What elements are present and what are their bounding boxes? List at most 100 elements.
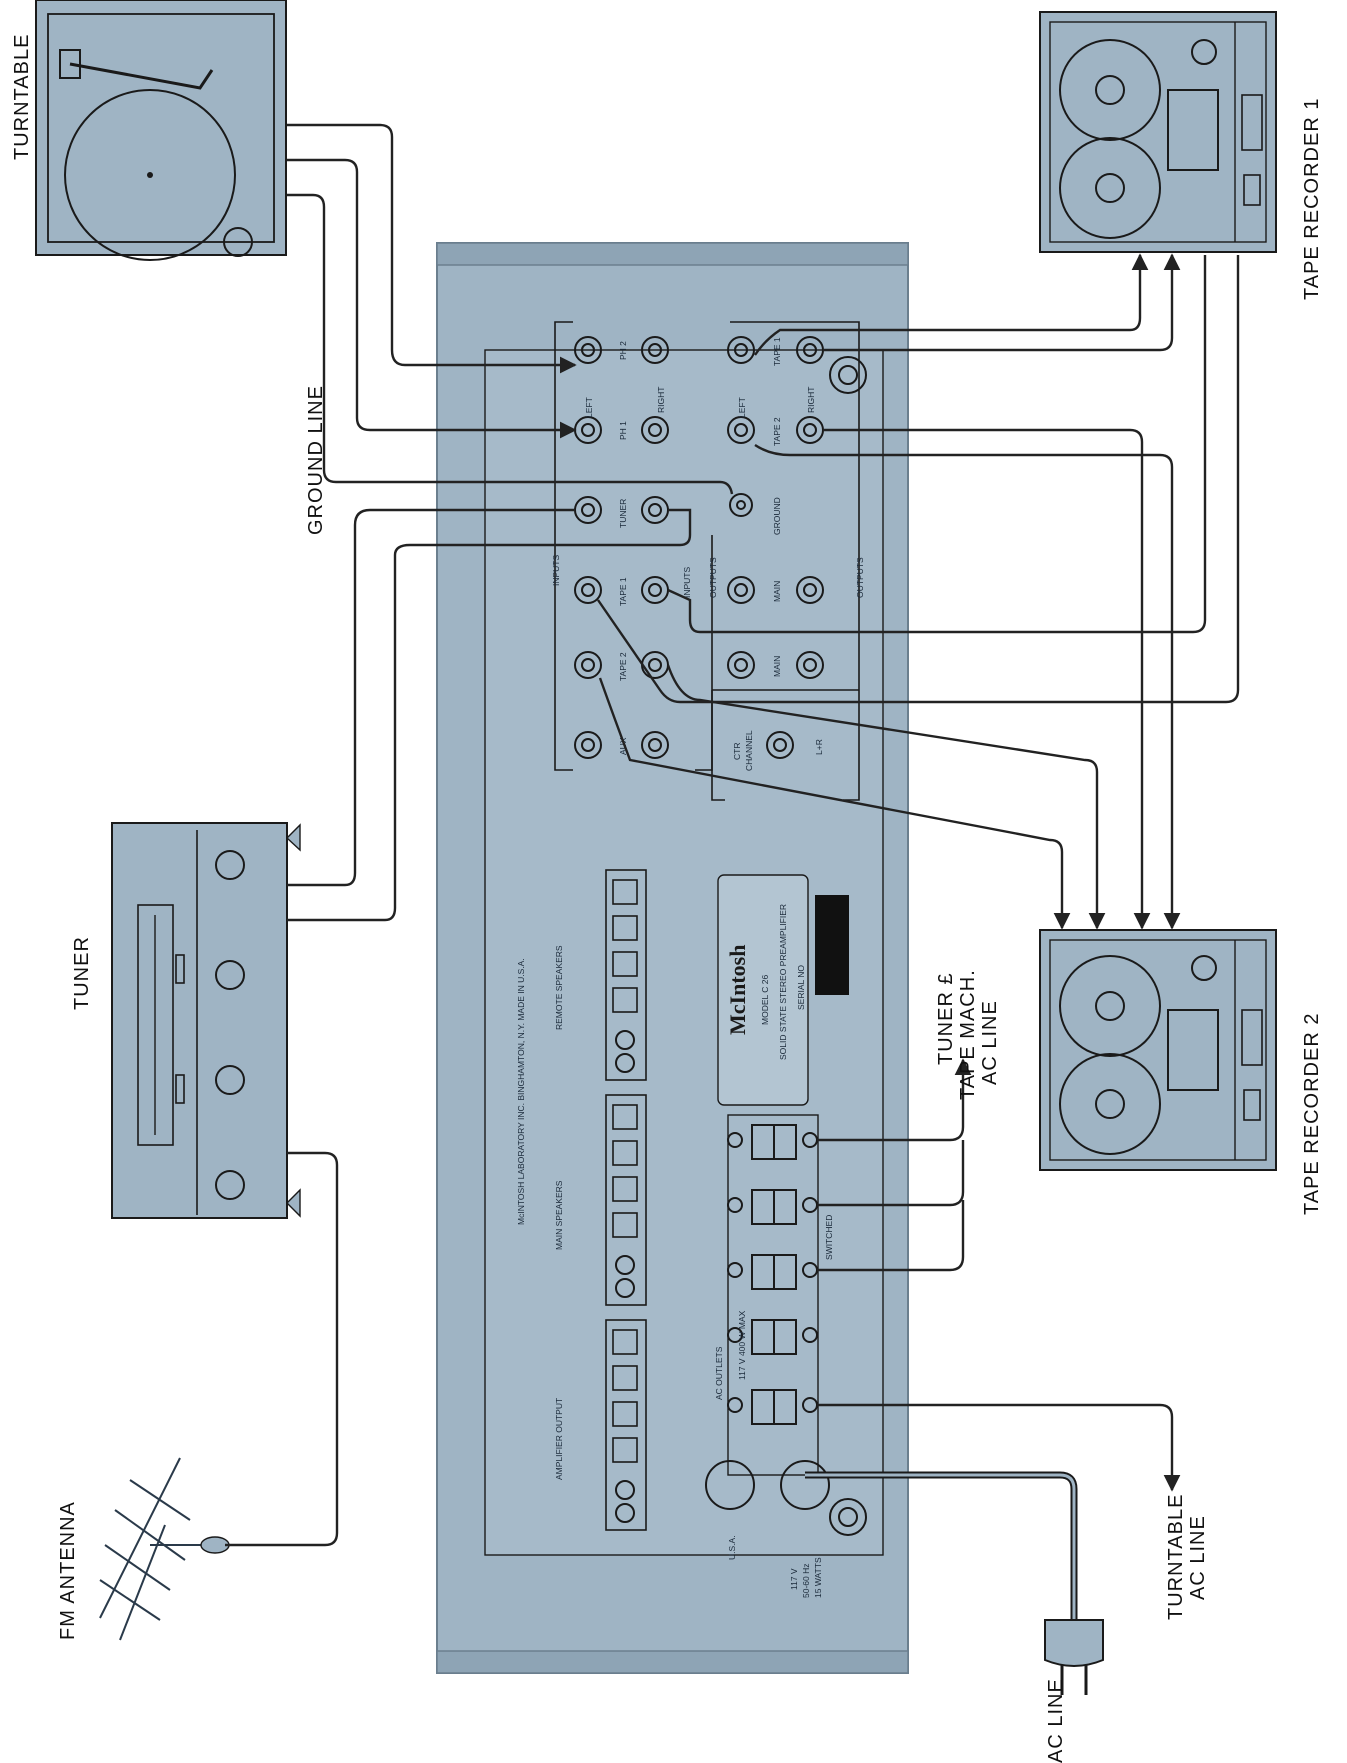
tuner-knob[interactable] <box>215 960 245 990</box>
power-frequency-label: 50-60 Hz <box>801 1564 811 1599</box>
jack-aux-right[interactable] <box>641 731 669 759</box>
jack-main-out-1-right[interactable] <box>796 576 824 604</box>
input-left-label: LEFT <box>584 397 594 418</box>
turntable-knob[interactable] <box>223 227 253 257</box>
turntable-ac-label-1: TURNTABLE <box>1165 1494 1187 1620</box>
switched-label: SWITCHED <box>824 1215 834 1260</box>
ac-outlets-label: AC OUTLETS <box>714 1346 724 1400</box>
model-label: MODEL C 26 <box>760 974 770 1025</box>
main-speakers-strip: MAIN SPEAKERS <box>554 1094 647 1306</box>
tuner-ac-label-3: AC LINE <box>979 1000 1001 1085</box>
lr-label: L+R <box>814 739 824 755</box>
tape-recorder-1-label: TAPE RECORDER 1 <box>1301 98 1323 300</box>
jack-ph1-right[interactable] <box>641 416 669 444</box>
tape2-out-label: TAPE 2 <box>772 417 782 446</box>
tuner-ac-label-2: TAPE MACH. <box>957 969 979 1100</box>
jack-tape1-out-left[interactable] <box>727 336 755 364</box>
corner-screw <box>829 1498 867 1536</box>
remote-speakers-label: REMOTE SPEAKERS <box>554 945 564 1030</box>
ctr-label: CTR <box>732 743 742 760</box>
power-cord-entry <box>780 1460 830 1510</box>
jack-ph2-right[interactable] <box>641 336 669 364</box>
tape-recorder-2: TAPE RECORDER 2 <box>1039 929 1323 1215</box>
fuse-country-label: U.S.A. <box>727 1535 737 1560</box>
outputs-label-2: OUTPUTS <box>855 557 865 598</box>
fm-antenna: FM ANTENNA <box>57 1457 230 1641</box>
jack-tape2-out-left[interactable] <box>727 416 755 444</box>
tuner-knob[interactable] <box>215 1065 245 1095</box>
brand-logo: McIntosh <box>725 945 750 1035</box>
reel <box>1059 137 1161 239</box>
corner-screw <box>829 356 867 394</box>
amplifier-output-strip: AMPLIFIER OUTPUT <box>554 1319 647 1531</box>
reel <box>1059 1053 1161 1155</box>
tape-recorder-2-label: TAPE RECORDER 2 <box>1301 1013 1323 1215</box>
turntable-ac-label-2: AC LINE <box>1187 1515 1209 1600</box>
input-right-label: RIGHT <box>656 387 666 413</box>
fuse-holder[interactable] <box>705 1460 755 1510</box>
power-voltage-label: 117 V <box>789 1568 799 1590</box>
tuner-knob[interactable] <box>215 850 245 880</box>
turntable: TURNTABLE <box>11 0 287 261</box>
tape-recorder-knob[interactable] <box>1191 39 1217 65</box>
tuner-dial <box>137 904 174 1146</box>
ph1-label: PH 1 <box>618 421 628 440</box>
ac-outlet[interactable] <box>727 1319 818 1355</box>
ac-outlet[interactable] <box>727 1389 818 1425</box>
serial-label: SERIAL NO <box>796 965 806 1010</box>
main-label-1: MAIN <box>772 581 782 602</box>
tuner-label: TUNER <box>618 499 628 528</box>
tape2-in-label: TAPE 2 <box>618 652 628 681</box>
main-label-2: MAIN <box>772 656 782 677</box>
tape-recorder-knob[interactable] <box>1191 955 1217 981</box>
jacks <box>574 336 824 759</box>
description-label: SOLID STATE STEREO PREAMPLIFIER <box>778 904 788 1060</box>
jack-ph2-left[interactable] <box>574 336 602 364</box>
inputs-label-2: INPUTS <box>682 567 692 599</box>
tuner-ac-label-1: TUNER £ <box>935 972 957 1065</box>
tape1-in-label: TAPE 1 <box>618 577 628 606</box>
main-speakers-label: MAIN SPEAKERS <box>554 1180 564 1250</box>
ac-outlets: AC OUTLETS 117 V 400 W MAX SWITCHED <box>714 1114 834 1476</box>
panel-labels: PH 2 PH 1 TUNER TAPE 1 TAPE 2 AUX INPUTS… <box>551 337 865 771</box>
jack-aux-left[interactable] <box>574 731 602 759</box>
jack-ctr-channel[interactable] <box>766 731 794 759</box>
ac-rating-label: 117 V 400 W MAX <box>737 1310 747 1380</box>
tape-recorder-1: TAPE RECORDER 1 <box>1039 11 1323 300</box>
ac-line-label: AC LINE <box>1045 1678 1067 1763</box>
jack-main-out-2-left[interactable] <box>727 651 755 679</box>
ground-terminal[interactable] <box>729 493 753 517</box>
ground-label: GROUND <box>772 497 782 535</box>
tuner-knob[interactable] <box>215 1170 245 1200</box>
ac-outlet[interactable] <box>727 1124 818 1160</box>
inputs-label-1: INPUTS <box>551 555 561 587</box>
serial-plate <box>815 895 849 995</box>
outputs-label-1: OUTPUTS <box>708 557 718 598</box>
amplifier-output-label: AMPLIFIER OUTPUT <box>554 1398 564 1480</box>
preamplifier-rear-panel: PH 2 PH 1 TUNER TAPE 1 TAPE 2 AUX INPUTS… <box>436 242 909 1674</box>
maker-label: McINTOSH LABORATORY INC. BINGHAMTON, N.Y… <box>516 958 526 1225</box>
tuner-label: TUNER <box>71 936 93 1010</box>
ac-plug <box>1044 1619 1104 1695</box>
jack-main-out-2-right[interactable] <box>796 651 824 679</box>
tuner: TUNER <box>71 822 301 1219</box>
power-watts-label: 15 WATTS <box>813 1557 823 1598</box>
spindle <box>147 172 153 178</box>
jack-tape2-in-left[interactable] <box>574 651 602 679</box>
jack-tape1-in-left[interactable] <box>574 576 602 604</box>
platter <box>64 89 236 261</box>
ground-line-label: GROUND LINE <box>305 385 327 535</box>
channel-label: CHANNEL <box>744 730 754 771</box>
connection-wires <box>225 123 1240 1695</box>
ph2-label: PH 2 <box>618 341 628 360</box>
tape1-out-label: TAPE 1 <box>772 337 782 366</box>
turntable-label: TURNTABLE <box>11 34 33 160</box>
reel <box>1059 39 1161 141</box>
jack-main-out-1-left[interactable] <box>727 576 755 604</box>
fm-antenna-label: FM ANTENNA <box>57 1501 79 1640</box>
remote-speakers-strip: REMOTE SPEAKERS <box>554 869 647 1081</box>
nameplate: McIntosh MODEL C 26 SOLID STATE STEREO P… <box>717 874 849 1106</box>
output-left-label: LEFT <box>737 397 747 418</box>
aux-label: AUX <box>618 737 628 755</box>
